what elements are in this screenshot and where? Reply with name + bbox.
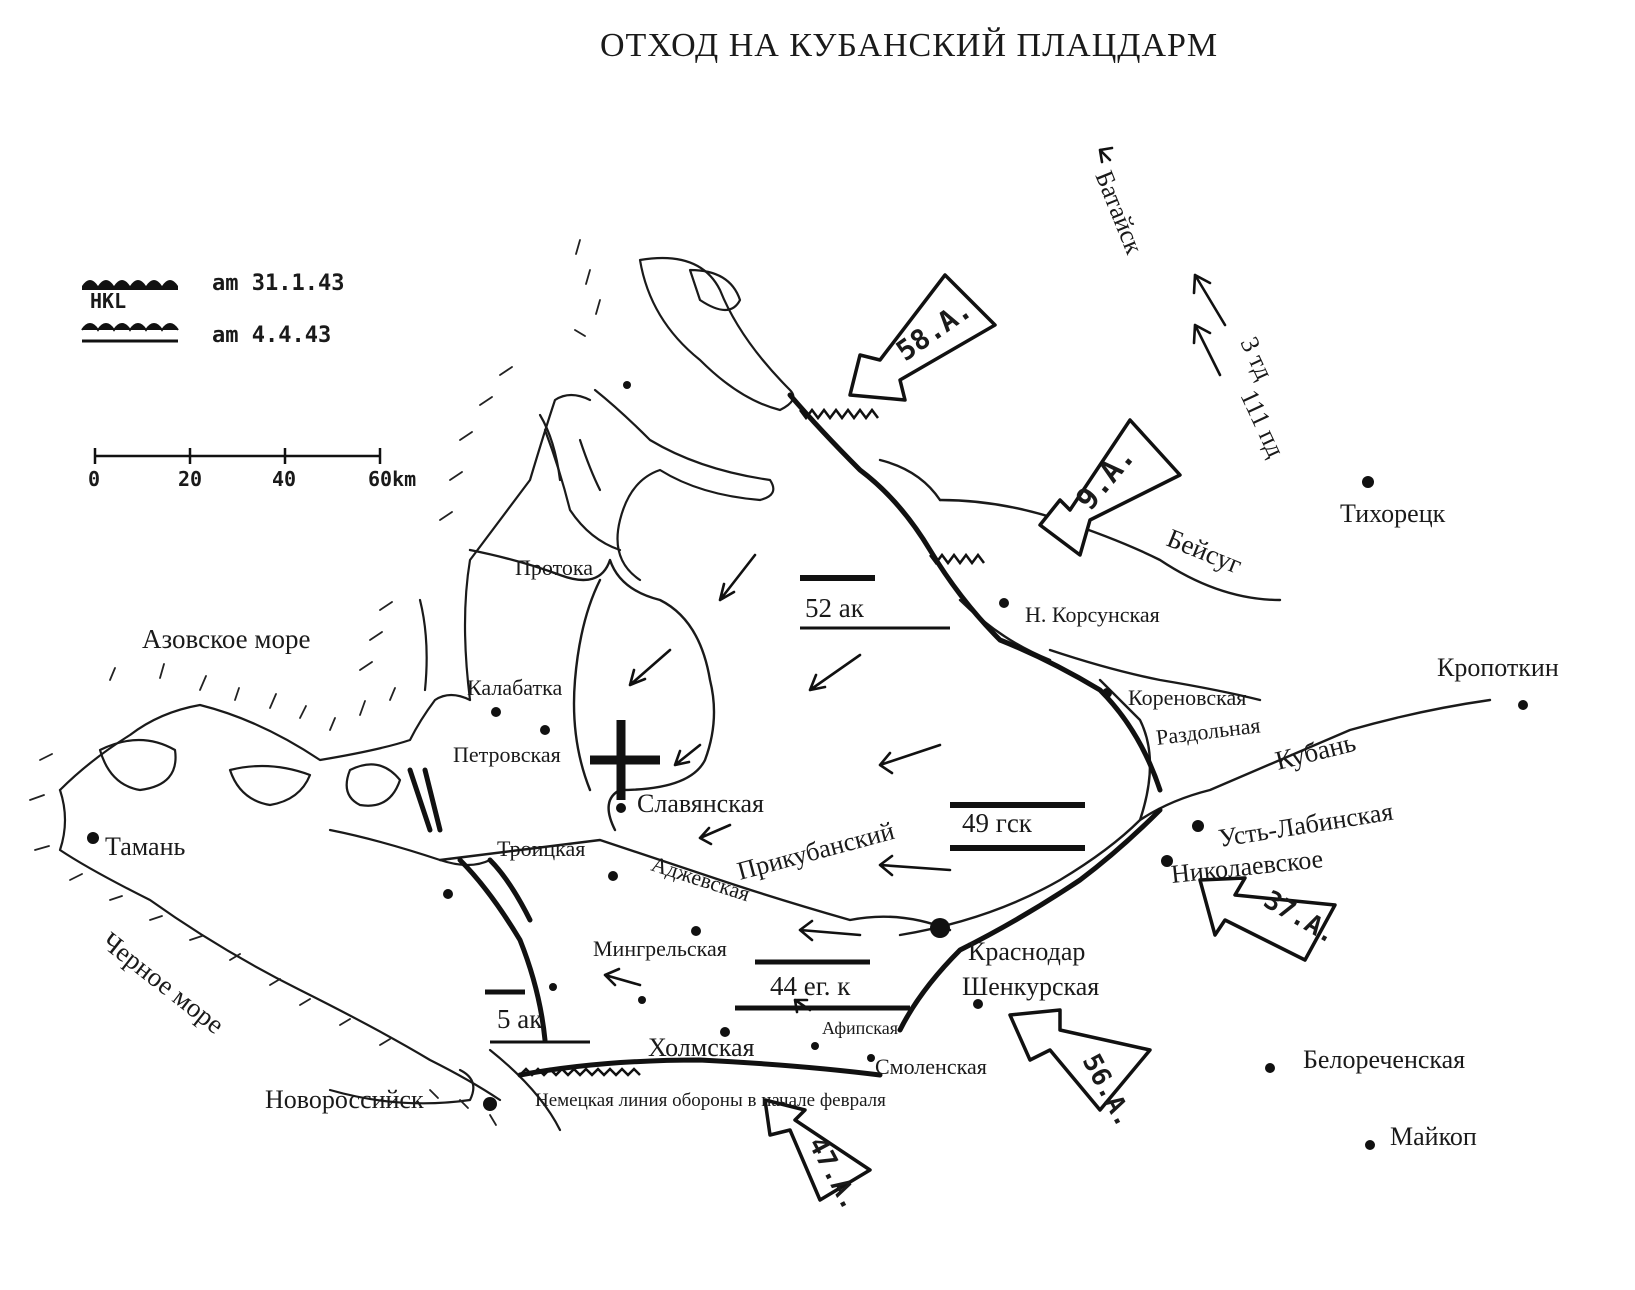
label-krasnodar: Краснодар xyxy=(968,937,1085,966)
label-belorechenskaya: Белореченская xyxy=(1303,1045,1465,1074)
map-title: ОТХОД НА КУБАНСКИЙ ПЛАЦДАРМ xyxy=(600,27,1218,64)
label-azov-sea: Азовское море xyxy=(142,624,310,654)
front-lines xyxy=(407,392,1163,1078)
label-nikolaevskoe: Николаевское xyxy=(1170,844,1325,889)
legend-hkl-symbol xyxy=(82,280,178,290)
label-division-111pd: 111 пд xyxy=(1235,385,1291,461)
arrow-56a xyxy=(1008,1008,1152,1112)
label-troitskaya: Троицкая xyxy=(497,836,585,861)
label-kholmskaya: Холмская xyxy=(648,1033,755,1062)
label-kalabatka: Калабатка xyxy=(467,675,562,700)
legend: HKL am 31.1.43 am 4.4.43 xyxy=(81,271,344,348)
label-corps-52ak: 52 ак xyxy=(805,593,865,623)
label-mingrelskaya: Мингрельская xyxy=(593,936,727,961)
label-korenovskaya: Кореновская xyxy=(1128,685,1246,710)
label-river-prikubansky: Прикубанский xyxy=(734,816,897,886)
label-protoka: Протока xyxy=(515,555,593,580)
label-razdolnaya: Раздольная xyxy=(1155,712,1262,750)
label-slavyanskaya: Славянская xyxy=(637,789,764,818)
town-markers xyxy=(87,381,1528,1150)
label-corps-5ak: 5 ак xyxy=(497,1004,543,1034)
label-afipskaya: Афипская xyxy=(822,1018,898,1038)
label-defense-line: Немецкая линия обороны в начале февраля xyxy=(535,1090,886,1111)
scale-tick-20: 20 xyxy=(178,467,202,491)
label-river-kuban: Кубань xyxy=(1272,727,1358,776)
scale-tick-60: 60km xyxy=(368,467,416,491)
arrow-37a xyxy=(1198,876,1337,962)
legend-line2-symbol xyxy=(81,323,179,332)
unit-bars xyxy=(485,575,1085,1044)
label-maikop: Майкоп xyxy=(1390,1122,1477,1151)
scale-bar: 0 20 40 60km xyxy=(88,448,416,491)
scale-tick-40: 40 xyxy=(272,467,296,491)
army-arrows xyxy=(763,273,1337,1202)
scale-tick-0: 0 xyxy=(88,467,100,491)
label-tikhoretsk: Тихорецк xyxy=(1340,499,1446,528)
cross-marker-icon xyxy=(590,720,660,800)
label-smolenskaya: Смоленская xyxy=(875,1054,987,1079)
label-river-beisug: Бейсуг xyxy=(1163,523,1247,580)
label-novorossiysk: Новороссийск xyxy=(265,1085,424,1114)
label-corps-49gsk: 49 гск xyxy=(962,808,1033,838)
coastline xyxy=(58,256,795,1132)
retreat-arrows xyxy=(603,146,1227,1014)
shore-hatching xyxy=(29,239,601,1126)
label-shenkurskaya: Шенкурская xyxy=(962,972,1099,1001)
arrow-9a xyxy=(1038,418,1182,557)
label-corps-44egk: 44 ег. к xyxy=(770,971,851,1001)
label-n-korsunskaya: Н. Корсунская xyxy=(1025,602,1160,627)
legend-date-2: am 4.4.43 xyxy=(212,323,331,348)
legend-hkl-code: HKL xyxy=(90,289,126,313)
legend-date-1: am 31.1.43 xyxy=(212,271,344,296)
label-bataisk: Батайск xyxy=(1089,166,1149,258)
label-kropotkin: Кропоткин xyxy=(1437,653,1559,682)
arrow-47a xyxy=(763,1098,872,1202)
label-black-sea: Черное море xyxy=(96,926,230,1040)
label-division-3td: 3 тд xyxy=(1235,332,1280,384)
label-petrovskaya: Петровская xyxy=(453,742,561,767)
rivers xyxy=(438,458,1492,937)
label-ust-labinskaya: Усть-Лабинская xyxy=(1216,797,1395,853)
label-taman: Тамань xyxy=(105,832,186,861)
arrow-58a xyxy=(848,273,997,402)
